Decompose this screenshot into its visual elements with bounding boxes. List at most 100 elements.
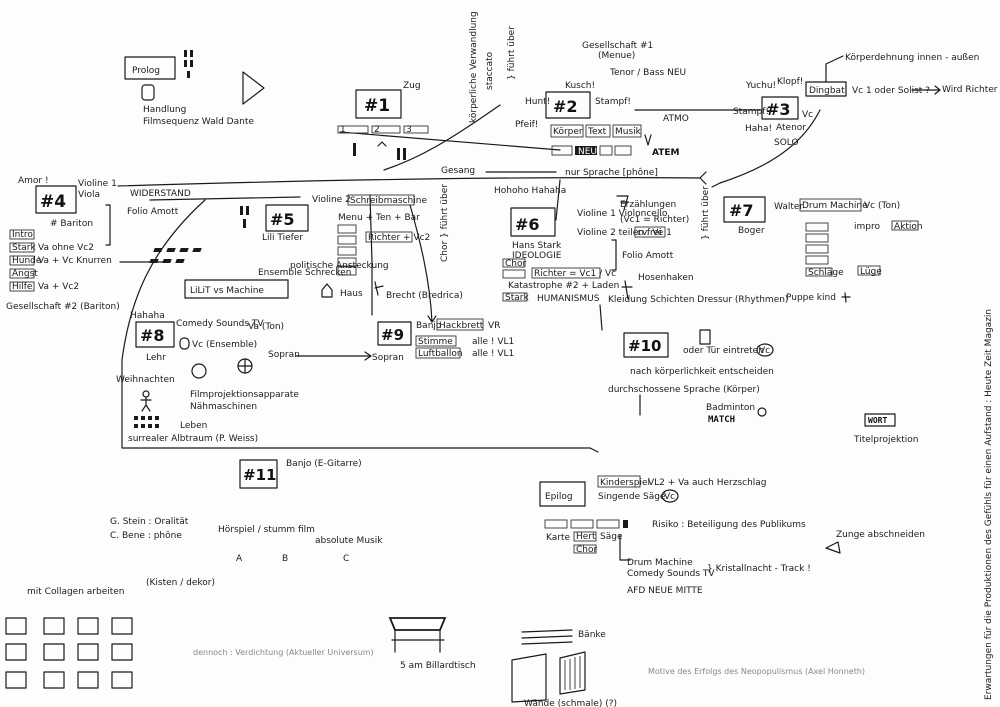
folio-amott-6: Folio Amott — [622, 251, 674, 261]
motive-neopopulismus: Motive des Erfolgs des Neopopulismus (Ax… — [648, 667, 865, 676]
lilit-vs-machine-box — [184, 279, 289, 299]
intro-tag: Intro — [12, 230, 33, 240]
richter-vc1: (Vc1 = Richter) — [620, 215, 689, 225]
vc-solist-note: Vc 1 oder Solist ? — [852, 86, 930, 96]
dingbat-label: Dingbat — [809, 86, 845, 96]
impro-label: impro — [854, 222, 880, 232]
durchschossene: durchschossene Sprache (Körper) — [608, 385, 760, 395]
oder-tuer: oder Tür eintreten — [683, 346, 764, 356]
chor-fuehrt-note: Chor } führt über — [440, 184, 450, 262]
atem-label: ATEM — [652, 148, 680, 158]
scene-1-box — [355, 89, 402, 119]
g-stein-label: G. Stein : Oralität — [110, 517, 189, 527]
zunge-abschneiden: Zunge abschneiden — [836, 530, 925, 540]
koerperliche-note: körperliche Verwandlung — [469, 11, 479, 123]
filmprojektion-label: Filmprojektionsapparate — [190, 390, 299, 400]
connector-lines — [117, 104, 821, 453]
haus-label: Haus — [340, 289, 363, 299]
scene-11-box — [239, 459, 278, 489]
prolog-handlung: Handlung — [143, 105, 186, 115]
stark-tag: Stark — [12, 243, 36, 253]
weihnachten-label: Weihnachten — [116, 375, 175, 385]
scene-7-number: #7 — [729, 201, 754, 220]
gesellschaft-2-label: Gesellschaft #2 (Bariton) — [6, 302, 120, 312]
racket-icon — [757, 407, 767, 417]
katastrophe-label: Katastrophe #2 + Laden — [508, 281, 619, 291]
dancer-figure-icon — [621, 280, 633, 300]
alle-vl1-b: alle ! VL1 — [472, 349, 514, 359]
scene-10: Hosenhaken Kleidung Schichten Dressur (R… — [608, 273, 788, 425]
kleidung-note: Kleidung Schichten Dressur (Rhythmen) — [608, 295, 788, 305]
chair-icon — [616, 195, 629, 211]
performer-figures-icon — [184, 50, 193, 78]
epilog-box — [539, 481, 586, 507]
klopf-call: Klopf! — [777, 77, 803, 87]
scene-5-number: #5 — [270, 210, 295, 229]
scene-3-box — [761, 96, 799, 120]
vc-ensemble: Vc (Ensemble) — [192, 340, 257, 350]
benches-icon — [521, 629, 573, 645]
scene-9-box — [377, 321, 412, 346]
luftballon-label: Luftballon — [418, 349, 463, 359]
scene-9-number: #9 — [381, 326, 404, 344]
door-icon-10 — [699, 329, 711, 345]
lilit-vs-machine: LiLiT vs Machine — [190, 286, 264, 296]
chor-epilog: Chor — [576, 545, 597, 555]
pfeif-call: Pfeif! — [515, 120, 538, 130]
atenor-label: Atenor — [776, 123, 806, 133]
yuchu-call: Yuchu! — [745, 81, 776, 91]
brecht-label: Brecht (Bredrica) — [386, 291, 463, 301]
humanismus-label: HUMANISMUS — [537, 294, 600, 304]
scene-5: #5 Lili Tiefer Violine 2 Schreibmaschine… — [149, 194, 463, 301]
risiko-label: Risiko : Beteiligung des Publikums — [652, 520, 806, 530]
scene-10-number: #10 — [628, 337, 661, 355]
scene-2-number: #2 — [553, 97, 578, 116]
alle-vl1-a: alle ! VL1 — [472, 337, 514, 347]
koerper-label: Körper — [553, 127, 583, 137]
schreibmaschine-label: Schreibmaschine — [350, 196, 427, 206]
scene-1-zug: Zug — [403, 81, 421, 91]
collagen-label: mit Collagen arbeiten — [27, 587, 125, 597]
child-figure-icon — [841, 292, 851, 303]
scene-2: #2 Hunt! Kusch! Stampf! Pfeif! Körper Te… — [515, 81, 689, 158]
va-vc-knurren: Va + Vc Knurren — [38, 256, 112, 266]
scene-3: #3 Vc Yuchu! Klopf! Stampf! Haha! Atenor… — [733, 53, 1000, 148]
tongue-knife-icon — [825, 541, 841, 554]
luege-label: Lüge — [860, 267, 882, 277]
letter-c: C — [343, 554, 349, 564]
letter-a: A — [236, 554, 243, 564]
kisten-dekor: (Kisten / dekor) — [146, 578, 215, 588]
scene-8-box — [135, 321, 175, 348]
menu-ten-bar: Menu + Ten + Bar — [338, 213, 420, 223]
hosenhaken: Hosenhaken — [638, 273, 694, 283]
scene-6: Chor } führt über Hohoho Hahaha #6 Hans … — [440, 184, 689, 304]
svg-text:3: 3 — [406, 125, 412, 135]
match-label: MATCH — [708, 415, 735, 425]
scene-11-number: #11 — [243, 466, 276, 484]
drum-machine-epilog: Drum Machine — [627, 558, 693, 568]
epilog-section: Epilog Kinderspiel VL2 + Va auch Herzsch… — [539, 475, 925, 596]
lehr-label: Lehr — [146, 353, 166, 363]
right-edge-note: Erwartungen für die Produktionen des Gef… — [984, 309, 994, 700]
prolog-box — [124, 56, 176, 80]
angst-tag: Angst — [12, 269, 38, 279]
wort-label: WORT — [868, 416, 887, 425]
scene-6-box — [510, 207, 556, 237]
walter-label: Walter — [774, 202, 803, 212]
gesellschaft-1-sub: (Menue) — [598, 51, 635, 61]
epilog-label: Epilog — [545, 492, 573, 502]
scene-8: Hahaha #8 Lehr Comedy Sounds TV Va (Ton)… — [116, 311, 300, 444]
scene-4-box — [35, 185, 77, 214]
text-label: Text — [587, 127, 607, 137]
absolute-musik: absolute Musik — [315, 536, 383, 546]
stark-tag-6: Stark — [505, 293, 529, 303]
erzaehlungen-label: Erzählungen — [620, 200, 676, 210]
amor-call: Amor ! — [18, 176, 49, 186]
hunde-tag: Hunde — [12, 256, 42, 266]
stampf-call-3: Stampf! — [733, 107, 769, 117]
hackbrett-label: Hackbrett — [439, 321, 484, 331]
hahaha-call: Hahaha — [130, 311, 165, 321]
svg-text:2: 2 — [374, 125, 380, 135]
va-vc2: Va + Vc2 — [38, 282, 79, 292]
